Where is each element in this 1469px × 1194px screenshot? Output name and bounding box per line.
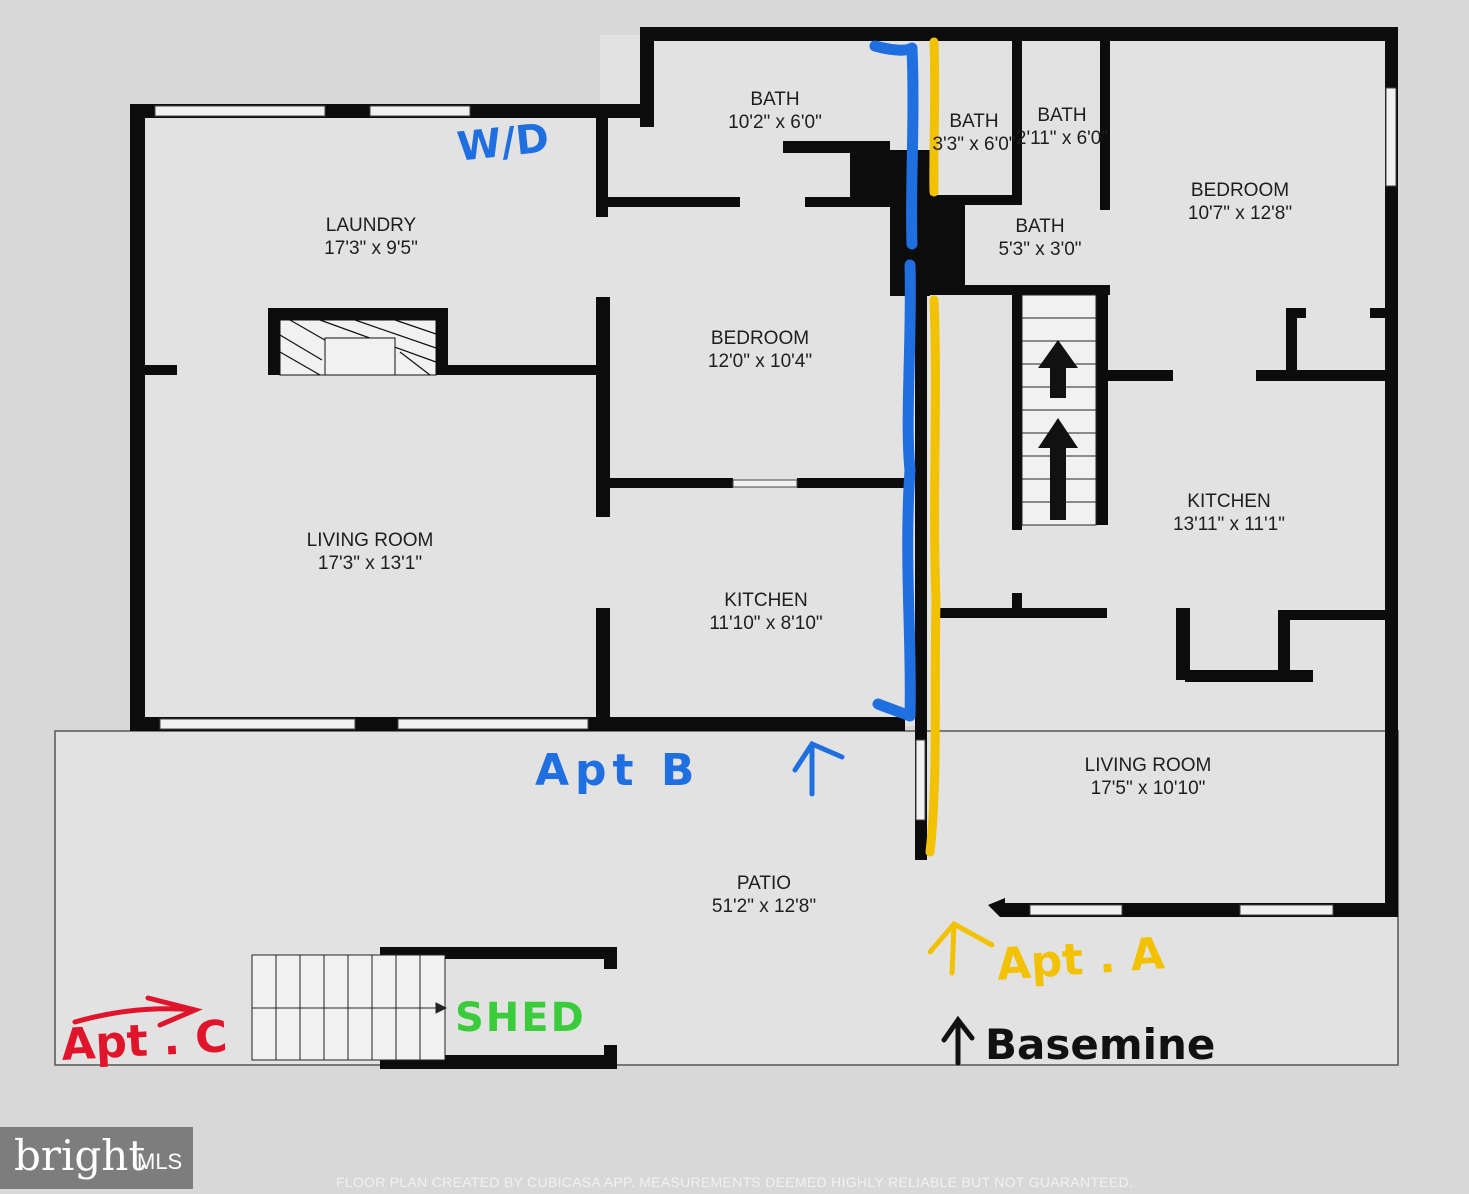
room-dimensions: 51'2" x 12'8" bbox=[711, 896, 817, 917]
annotation-apt-b: Apt B bbox=[535, 745, 701, 796]
room-dimensions: 5'3" x 3'0" bbox=[998, 239, 1082, 260]
apt-c-arrow-icon bbox=[72, 995, 203, 1028]
left-unit-floor bbox=[138, 112, 608, 726]
bright-mls-logo: bright MLS bbox=[0, 1127, 193, 1189]
apt-b-divider-line bbox=[869, 40, 919, 722]
up-arrow-icon bbox=[1038, 340, 1078, 398]
apt-a-divider-line bbox=[925, 37, 941, 857]
room-dimensions: 10'7" x 12'8" bbox=[1187, 203, 1293, 224]
room-name: KITCHEN bbox=[724, 590, 808, 611]
annotation-apt-c: Apt . C bbox=[60, 1011, 229, 1071]
room-name: LIVING ROOM bbox=[306, 530, 434, 551]
floor-areas bbox=[55, 35, 1398, 1065]
room-name: LAUNDRY bbox=[325, 215, 417, 236]
room-name: BATH bbox=[1015, 216, 1065, 237]
up-arrow-icon bbox=[1038, 418, 1078, 520]
room-name: BATH bbox=[750, 89, 800, 110]
room-name: KITCHEN bbox=[1187, 491, 1271, 512]
room-name: BATH bbox=[949, 111, 999, 132]
room-dimensions: 17'3" x 9'5" bbox=[324, 238, 418, 259]
room-name: BEDROOM bbox=[1190, 180, 1290, 201]
logo-suffix: MLS bbox=[137, 1149, 183, 1174]
room-dimensions: 17'3" x 13'1" bbox=[317, 553, 423, 574]
room-name: LIVING ROOM bbox=[1084, 755, 1212, 776]
disclaimer: FLOOR PLAN CREATED BY CUBICASA APP. MEAS… bbox=[335, 1174, 1134, 1190]
room-name: PATIO bbox=[736, 873, 792, 894]
room-dimensions: 10'2" x 6'0" bbox=[728, 112, 822, 133]
annotation-shed: SHED bbox=[455, 995, 586, 1041]
fireplace bbox=[279, 319, 437, 376]
room-dimensions: 12'0" x 10'4" bbox=[707, 351, 813, 372]
room-name: BATH bbox=[1037, 105, 1087, 126]
room-dimensions: 2'11" x 6'0" bbox=[1015, 128, 1109, 149]
room-dimensions: 3'3" x 6'0" bbox=[932, 134, 1016, 155]
room-dimensions: 13'11" x 11'1" bbox=[1173, 514, 1285, 535]
windows bbox=[154, 87, 1397, 916]
room-dimensions: 17'5" x 10'10" bbox=[1090, 778, 1206, 799]
room-name: BEDROOM bbox=[710, 328, 810, 349]
apt-a-arrow-icon bbox=[927, 920, 995, 976]
room-dimensions: 11'10" x 8'10" bbox=[709, 613, 823, 634]
apt-b-arrow-icon bbox=[792, 740, 845, 797]
annotation-basement: Basemine bbox=[985, 1020, 1216, 1069]
annotation-washer-dryer: W/D bbox=[455, 115, 552, 171]
basement-arrow-icon bbox=[941, 1015, 975, 1066]
right-unit-floor bbox=[925, 35, 1393, 915]
logo-word: bright bbox=[14, 1131, 146, 1180]
stair-arrows bbox=[1038, 340, 1078, 520]
exterior-stairs bbox=[251, 954, 448, 1061]
